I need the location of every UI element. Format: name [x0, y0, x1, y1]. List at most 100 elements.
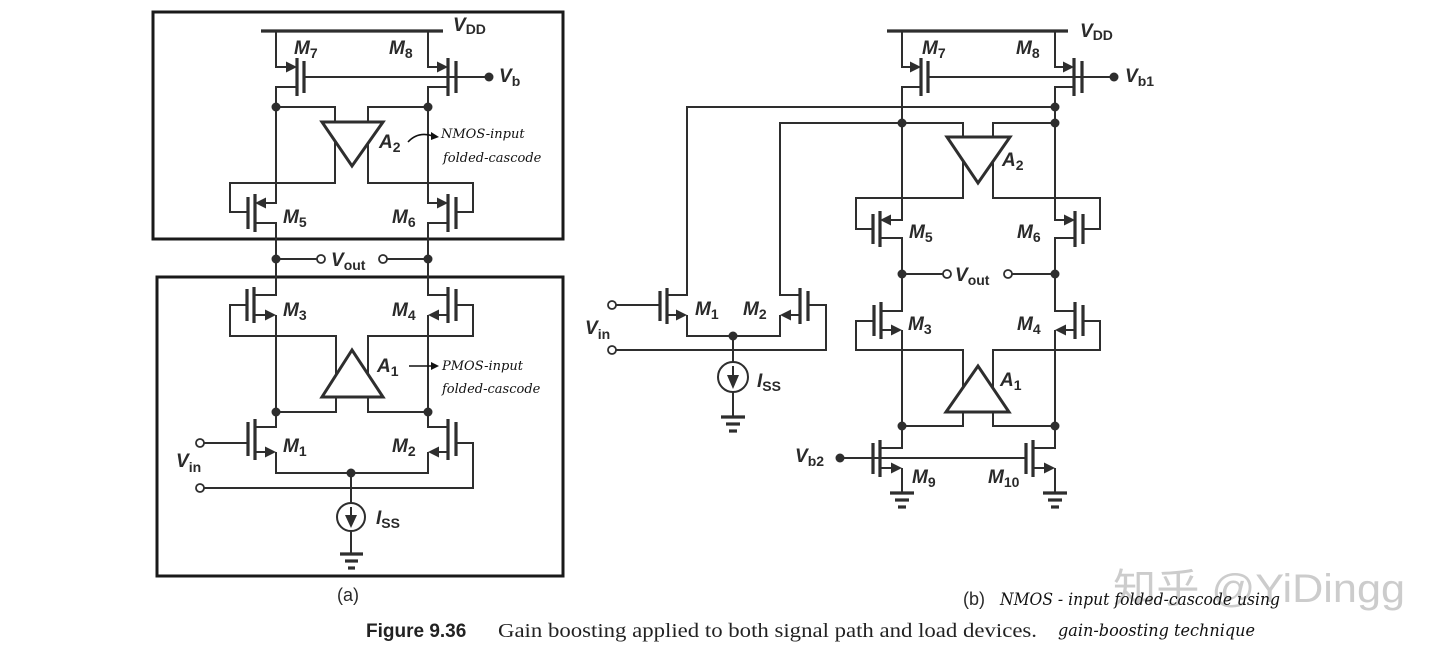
- current-source-iss: [336, 473, 366, 554]
- transistor-m1: [616, 288, 687, 324]
- source-arrow: [265, 309, 276, 321]
- m1-label: M1: [695, 299, 719, 322]
- panel-b-annotation-line1: NMOS - input folded-cascode using: [999, 590, 1280, 610]
- vout-terminal-neg: [942, 269, 952, 279]
- m3-label: M3: [908, 314, 932, 337]
- ground-icon: [721, 415, 745, 433]
- a2-input-wire: [276, 106, 336, 122]
- m7-label: M7: [294, 38, 318, 61]
- a2-input-wire: [992, 122, 1055, 137]
- a1-label: A1: [376, 356, 399, 379]
- annotation-arrow: [407, 133, 434, 143]
- source-lead: [1054, 123, 1068, 221]
- watermark: 知乎 @YiDingg: [1113, 567, 1405, 611]
- a1-output-wire: [276, 397, 337, 413]
- m4-label: M4: [392, 300, 416, 323]
- figure-caption: Gain boosting applied to both signal pat…: [498, 620, 1037, 642]
- panel-b-annotation-line2: gain-boosting technique: [1058, 621, 1255, 641]
- load-box: [151, 10, 565, 241]
- annotation-arrowhead: [431, 132, 439, 140]
- m2-label: M2: [392, 436, 416, 459]
- iss-label: ISS: [376, 508, 400, 531]
- source-arrow: [1064, 214, 1075, 226]
- annotation-arrowhead: [431, 362, 439, 370]
- a2-label: A2: [378, 132, 401, 155]
- vb1-label: Vb1: [1125, 66, 1154, 89]
- transistor-m8: [427, 31, 458, 107]
- a2-output-wire: [855, 161, 964, 230]
- vout-terminal-pos: [1003, 269, 1013, 279]
- figure-number: Figure 9.36: [366, 621, 466, 642]
- m10-label: M10: [988, 467, 1020, 490]
- ground-icon: [890, 491, 914, 509]
- source-lead: [887, 123, 903, 221]
- m6-label: M6: [392, 207, 416, 230]
- drain-lead: [427, 412, 448, 428]
- source-arrow: [910, 61, 921, 73]
- vout-terminal-neg: [316, 254, 326, 264]
- ground-icon: [340, 552, 363, 570]
- annotation-line: NMOS-input: [440, 127, 525, 142]
- panel-b-label: (b): [963, 589, 985, 609]
- drain-lead: [427, 86, 448, 107]
- signal-path-box: [155, 275, 565, 578]
- source-arrow: [1055, 324, 1066, 336]
- drain-lead: [275, 86, 297, 107]
- source-arrow: [1063, 61, 1074, 73]
- transistor-m10: [1024, 426, 1056, 493]
- m9-label: M9: [912, 467, 936, 490]
- source-arrow: [255, 197, 266, 209]
- vout-terminal-pos: [378, 254, 388, 264]
- annotation-line: PMOS-input: [441, 359, 524, 374]
- gate-wire: [616, 304, 827, 351]
- source-arrow: [265, 446, 276, 458]
- a1-label: A1: [999, 370, 1022, 393]
- a1-input-wire: [367, 304, 474, 374]
- source-arrow: [676, 309, 687, 321]
- source-lead: [427, 107, 441, 204]
- source-lead: [262, 107, 277, 204]
- a2-input-wire: [367, 106, 428, 122]
- vin-terminal-pos: [195, 438, 205, 448]
- vin-label: Vin: [176, 451, 201, 475]
- transistor-m1: [204, 412, 277, 460]
- a1-output-wire: [902, 412, 964, 427]
- m4-label: M4: [1017, 314, 1041, 337]
- a1-output-wire: [367, 397, 428, 413]
- transistor-m7: [275, 31, 306, 107]
- gate-wire: [204, 442, 474, 489]
- transistor-m3: [855, 302, 964, 426]
- m1-label: M1: [283, 436, 307, 459]
- source-lead: [427, 31, 441, 68]
- a2-label: A2: [1001, 150, 1024, 173]
- source-arrow: [1044, 462, 1055, 474]
- source-arrow: [891, 324, 902, 336]
- a2-output-wire: [229, 141, 336, 213]
- gate-wire: [855, 320, 964, 388]
- drain-lead: [880, 426, 903, 449]
- source-arrow: [437, 197, 448, 209]
- source-arrow: [428, 309, 439, 321]
- a1-output-wire: [992, 412, 1055, 427]
- annotation-a2: NMOS-input folded-cascode: [407, 127, 542, 166]
- source-arrow: [428, 446, 439, 458]
- vout-label: Vout: [955, 265, 990, 288]
- vb2-terminal: [835, 453, 845, 463]
- transistor-m4: [427, 287, 458, 412]
- transistor-m2: [616, 288, 827, 351]
- drain-lead: [255, 412, 277, 428]
- node-dot: [1050, 102, 1060, 112]
- m6-label: M6: [1017, 222, 1041, 245]
- gate-wire: [229, 304, 337, 375]
- vb-terminal: [484, 72, 494, 82]
- transistor-m4: [1054, 302, 1085, 426]
- current-source-iss: [717, 336, 749, 417]
- m1-drain-wire: [667, 106, 1055, 296]
- a2-output-wire: [992, 161, 1101, 230]
- arrow-head: [345, 515, 357, 528]
- amplifier-a1: [943, 363, 1012, 414]
- vin-terminal-neg: [195, 483, 205, 493]
- m2-drain-wire: [779, 122, 964, 296]
